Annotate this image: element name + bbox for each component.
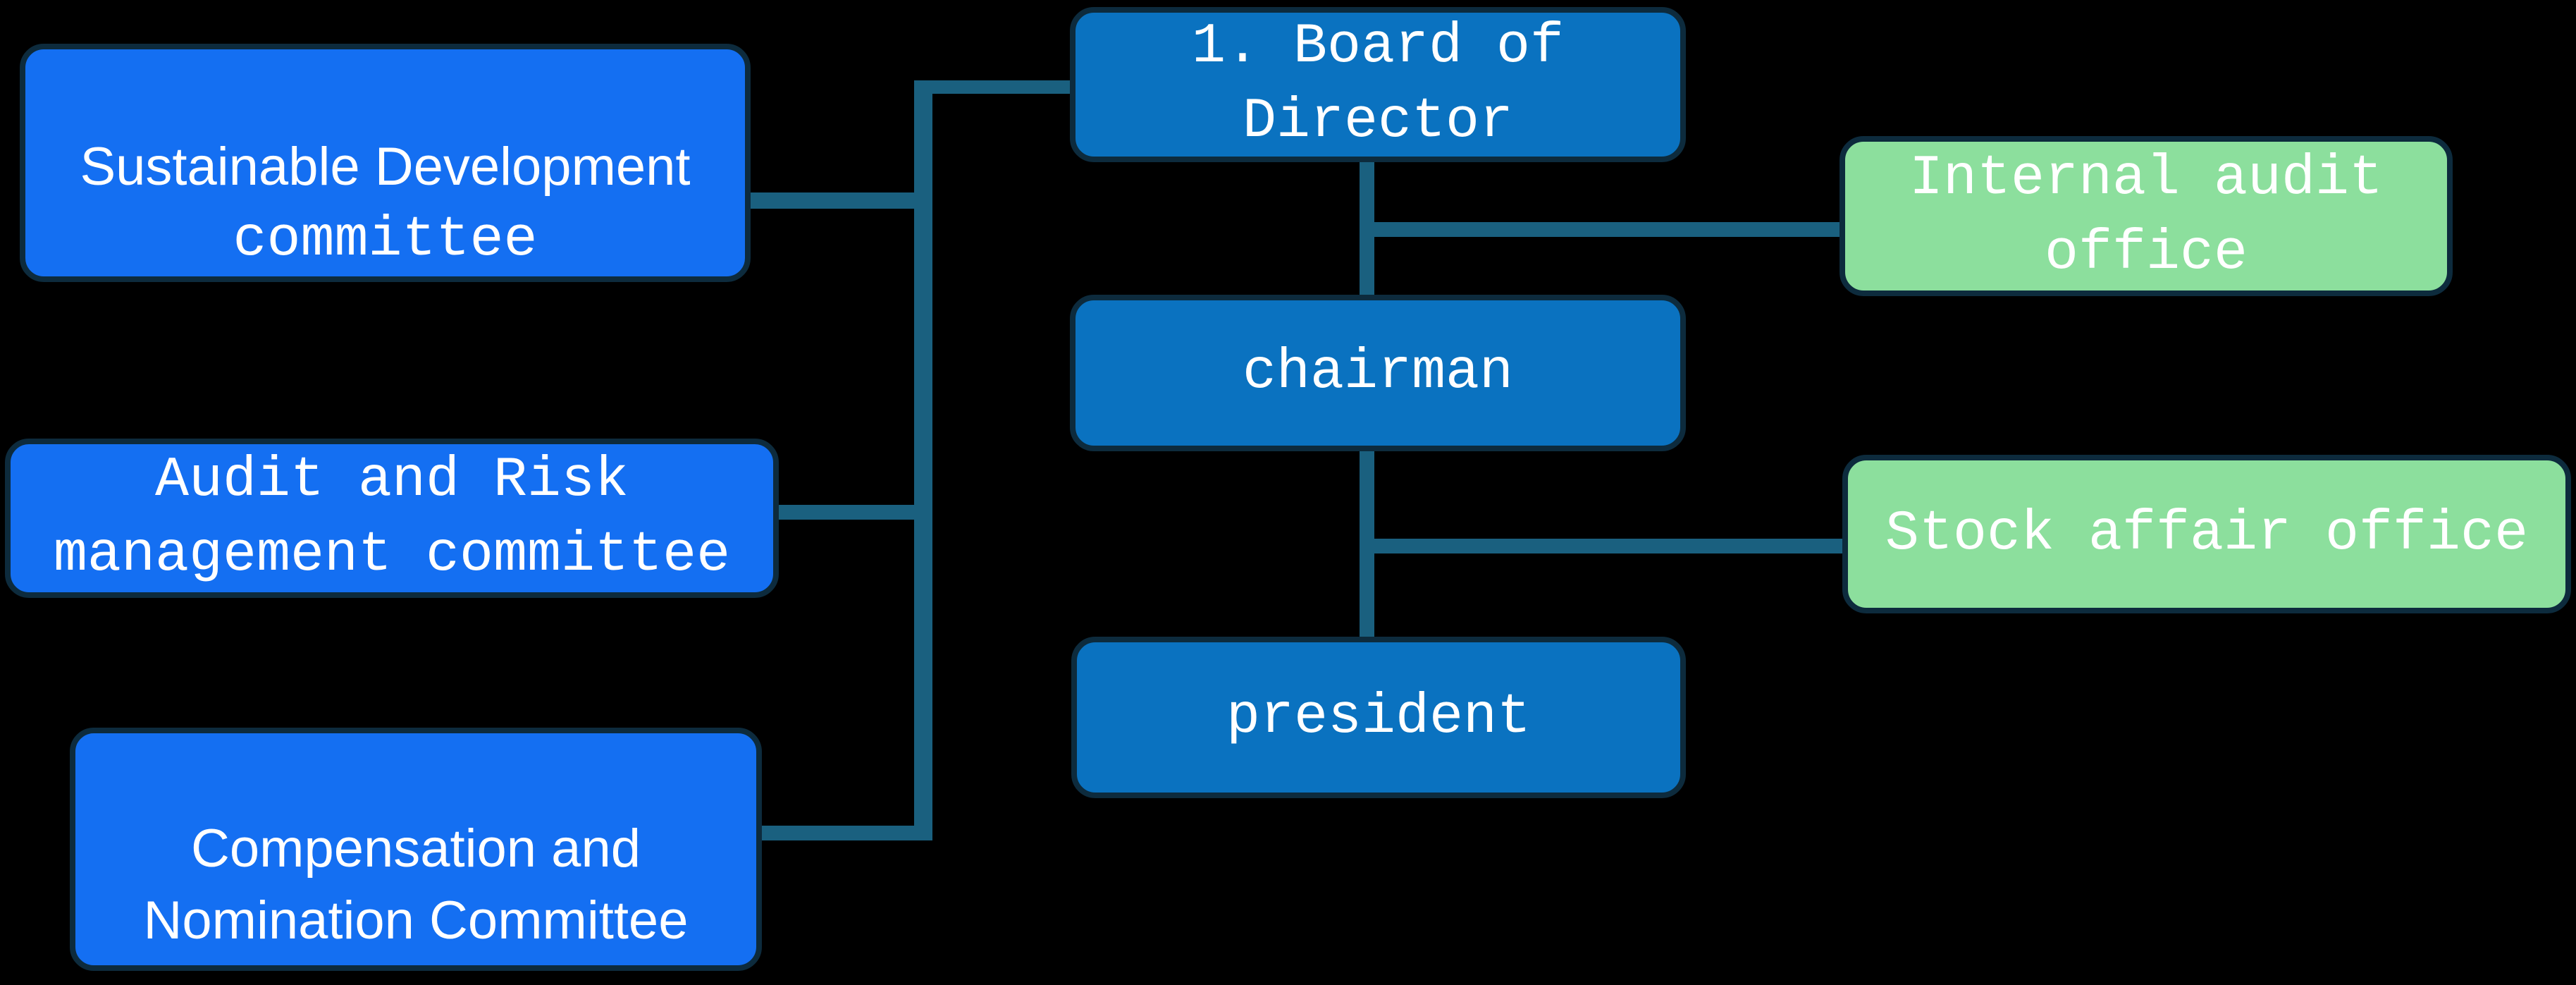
node-label-line: office [2044,221,2248,286]
node-label-line: Sustainable Development [80,137,691,197]
connector-sustainable-to-trunk [747,192,932,209]
connector-audit-to-trunk [775,505,932,520]
node-label-line: Stock affair office [1885,501,2529,566]
node-president: president [1071,637,1686,798]
node-audit-and-risk-management-committee: Audit and Risk management committee [5,439,779,598]
node-label-line: Nomination Committee [143,890,689,950]
node-label-line: president [1226,685,1532,750]
node-label-line: 1. Board of [1191,15,1565,79]
connector-trunk-to-board [914,80,1070,94]
connector-compensation-to-trunk [758,826,932,840]
node-chairman: chairman [1070,295,1686,451]
node-label-line: Director [1242,90,1514,154]
node-stock-affair-office: Stock affair office [1842,455,2571,613]
node-sustainable-development-committee: Sustainable Development committee [20,44,751,282]
connector-to-stock-affair-office [1367,539,1844,553]
connector-to-internal-audit-office [1367,222,1841,237]
node-label-line: chairman [1242,341,1514,405]
node-label-line: committee [233,208,538,272]
node-label-line: Internal audit [1909,146,2384,211]
node-board-of-director: 1. Board of Director [1070,7,1686,162]
node-label-line: Compensation and [191,818,641,879]
node-label-line: management committee [53,523,731,587]
node-internal-audit-office: Internal audit office [1839,136,2453,296]
node-label-line: Audit and Risk [154,448,629,513]
node-compensation-and-nomination-committee: Compensation and Nomination Committee [70,728,762,971]
